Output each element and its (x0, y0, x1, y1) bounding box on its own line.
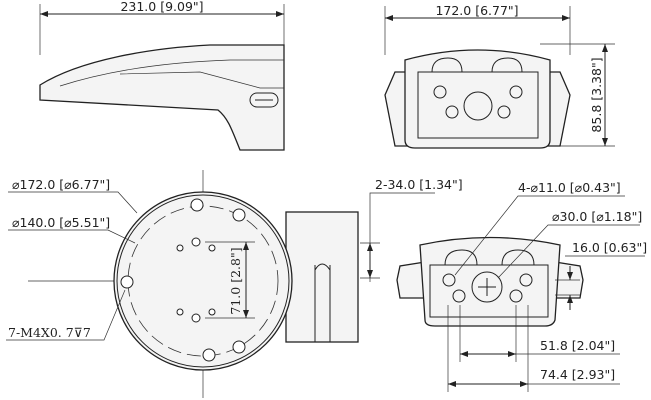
screw-hole-icons (120, 198, 246, 362)
mount-plate-outer (113, 191, 293, 371)
side-lock-icon (249, 92, 279, 108)
center-hole-label: ⌀30.0 [⌀1.18"] (552, 209, 642, 224)
side-bracket-body (39, 44, 285, 151)
center-cable-hole (471, 271, 503, 303)
side-view: 231.0 [9.09"] (39, 0, 285, 151)
inner-spacing-label: 51.8 [2.04"] (540, 338, 615, 353)
hole-spacing-label: 71.0 [2.8"] (228, 247, 243, 314)
side-width-label: 231.0 [9.09"] (120, 0, 203, 14)
bottom-view: 71.0 [2.8"] ⌀172.0 [⌀6.77"] ⌀140.0 [⌀5.5… (6, 170, 359, 398)
inner-diameter-label: ⌀140.0 [⌀5.51"] (12, 215, 110, 230)
front-width-label: 172.0 [6.77"] (435, 3, 518, 18)
outer-spacing-label: 74.4 [2.93"] (540, 367, 615, 382)
bottom-arm (285, 211, 359, 343)
offset-label: 16.0 [0.63"] (572, 240, 647, 255)
thread-label: 7-M4X0. 7⊽7 (8, 325, 91, 340)
front-bracket-body (404, 49, 551, 149)
front-height-label: 85.8 [3.38"] (589, 57, 604, 132)
rear-view: 2-34.0 [1.34"] 4-⌀11.0 [⌀0.43"] ⌀30.0 [⌀… (360, 177, 647, 392)
small-holes-label: 4-⌀11.0 [⌀0.43"] (518, 180, 621, 195)
outer-diameter-label: ⌀172.0 [⌀6.77"] (12, 177, 110, 192)
slot-label: 2-34.0 [1.34"] (375, 177, 463, 192)
rear-bracket-body (419, 236, 561, 327)
front-view: 172.0 [6.77"] 85.8 [3.38"] (384, 3, 615, 149)
